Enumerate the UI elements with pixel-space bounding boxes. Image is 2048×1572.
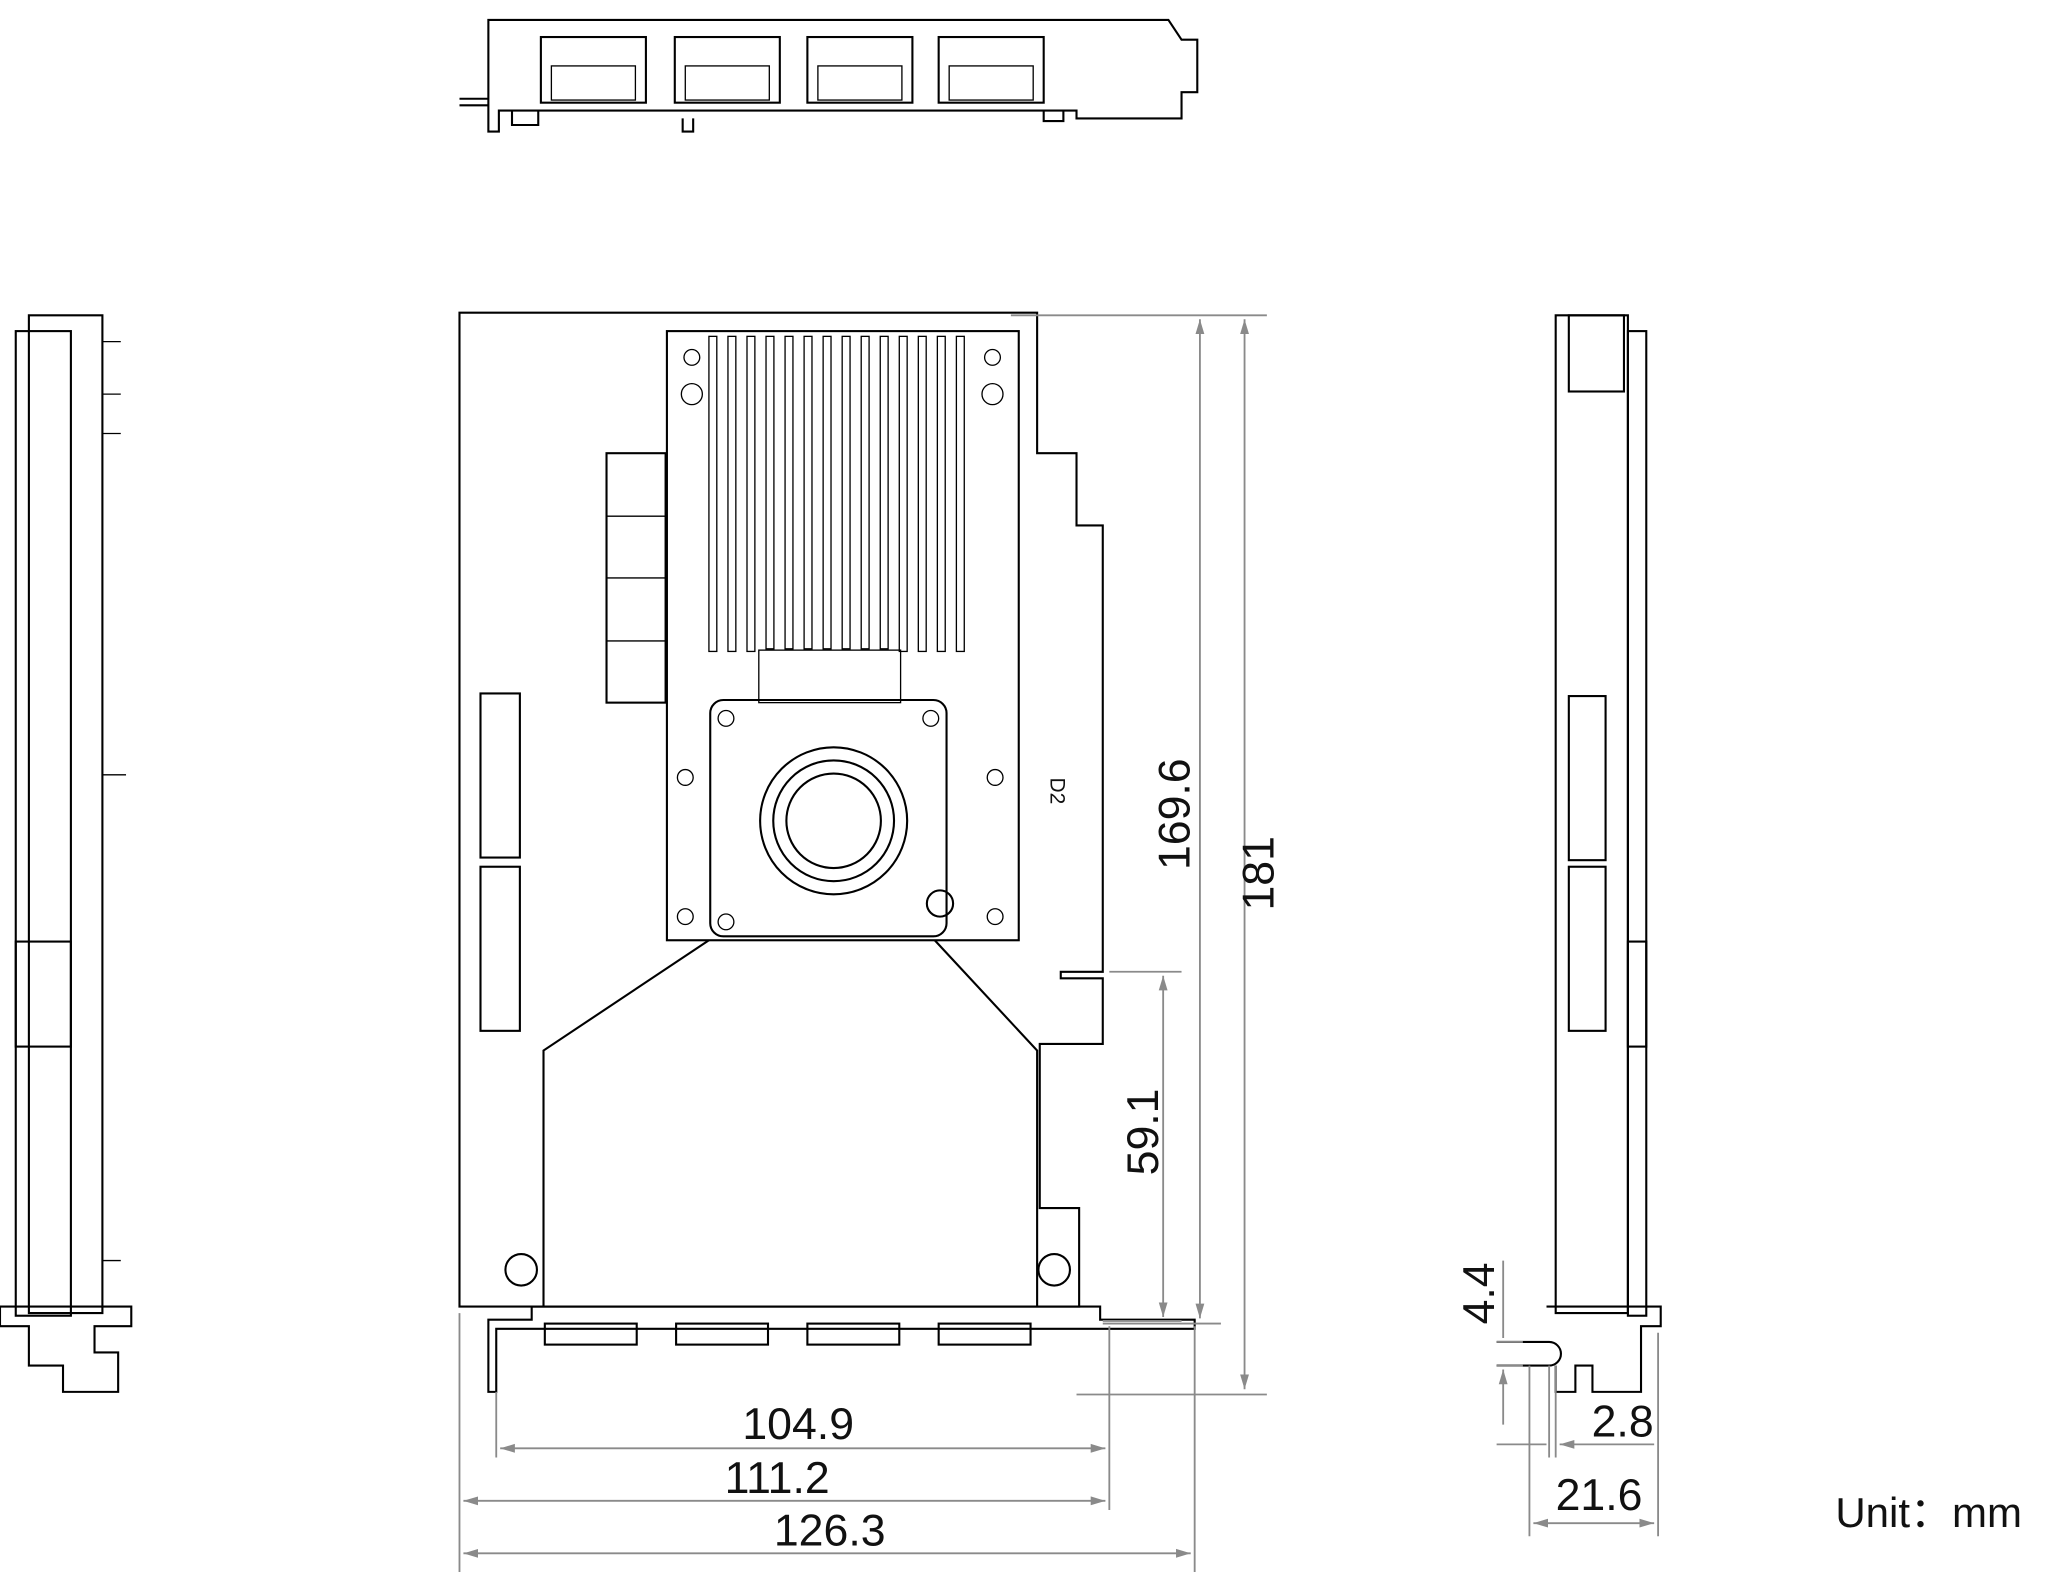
d2-marking: D2: [1045, 777, 1068, 804]
heatsink-fin: [746, 335, 756, 653]
heatsink-fin: [822, 335, 832, 650]
dim-2-8: 2.8: [1592, 1398, 1654, 1447]
heatsink-fin: [727, 335, 737, 653]
heatsink-fin: [860, 335, 870, 650]
left-side-view: [0, 314, 133, 1393]
heatsink-fin: [936, 335, 946, 653]
dim-104-9: 104.9: [742, 1400, 854, 1449]
heatsink-fin: [879, 335, 889, 650]
heatsink-fin: [803, 335, 813, 650]
heatsink-fin: [898, 335, 908, 653]
heatsink-fin: [765, 335, 775, 650]
dim-21-6: 21.6: [1556, 1471, 1643, 1520]
heatsink-fin: [917, 335, 927, 653]
dimension-lines: [458, 314, 1660, 1572]
heatsink-fin: [955, 335, 965, 653]
top-view: [459, 18, 1199, 133]
heatsink-fin: [784, 335, 794, 650]
dim-181: 181: [1234, 836, 1283, 910]
dim-111-2: 111.2: [725, 1454, 830, 1503]
unit-label: Unit：mm: [1835, 1489, 2022, 1536]
dim-169-6: 169.6: [1150, 758, 1199, 870]
dim-59-1: 59.1: [1119, 1088, 1168, 1175]
right-side-view: [1496, 314, 1662, 1393]
front-view: D2: [458, 311, 1196, 1393]
dim-126-3: 126.3: [774, 1506, 886, 1555]
heatsink-fin: [708, 335, 718, 653]
dim-4-4: 4.4: [1455, 1262, 1504, 1324]
heatsink-fin: [841, 335, 851, 650]
